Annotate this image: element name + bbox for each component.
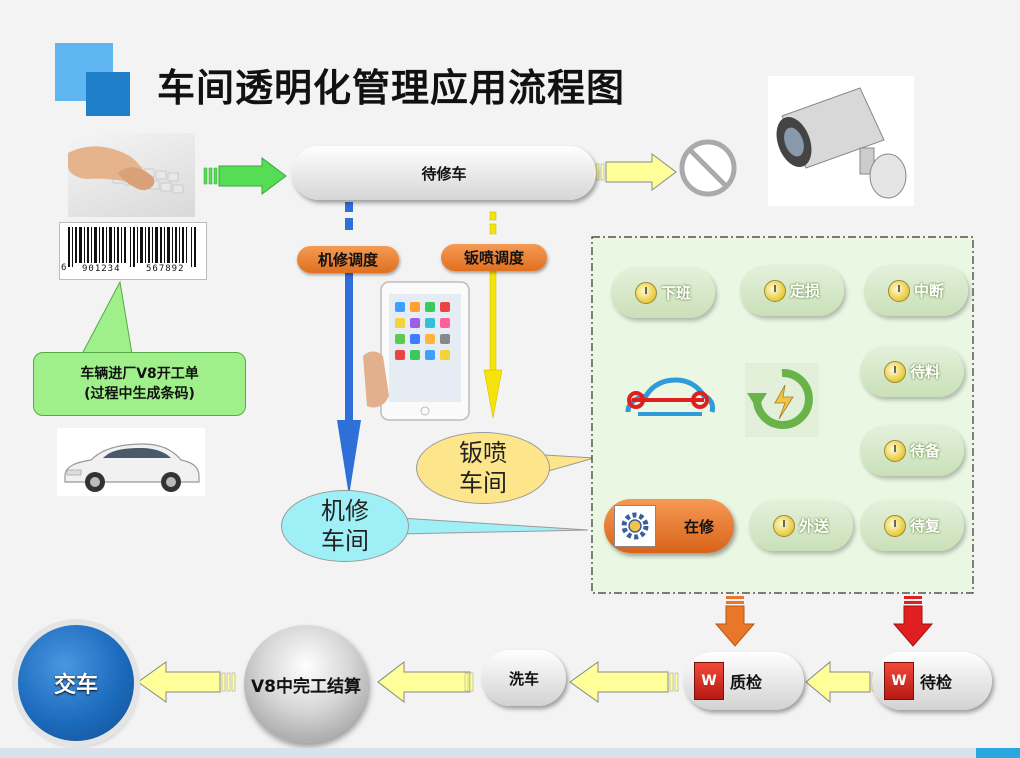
paint-dispatch-tag: 钣喷调度	[441, 244, 547, 271]
pending-check-label: 待检	[920, 673, 953, 692]
gear-icon	[614, 505, 656, 547]
state-wait-prepare: 待备	[860, 425, 964, 476]
wash-node: 洗车	[482, 650, 566, 706]
settlement-label: V8中完工结算	[251, 676, 361, 697]
arrow-settlement-to-delivery	[137, 661, 236, 703]
to-pending-check-arrow	[892, 596, 934, 647]
state-wait-review: 待复	[860, 500, 964, 551]
barcode-digit-left: 901234	[82, 264, 121, 274]
tablet-image	[363, 280, 471, 422]
state-wait-prepare-label: 待备	[909, 442, 940, 460]
state-wait-material: 待料	[860, 346, 964, 397]
paint-workshop-line1: 钣喷	[459, 439, 507, 467]
machine-dispatch-tag: 机修调度	[297, 246, 399, 273]
camera-image	[768, 76, 914, 206]
delivery-node: 交车	[18, 625, 134, 741]
reject-arrow	[595, 153, 677, 191]
quality-check-label: 质检	[730, 673, 763, 692]
page-title: 车间透明化管理应用流程图	[157, 66, 626, 110]
paint-workshop-bubble: 钣喷 车间	[416, 432, 550, 504]
footer-bar	[0, 748, 1020, 758]
state-off-work: 下班	[611, 267, 715, 318]
machine-workshop-bubble: 机修 车间	[281, 490, 409, 562]
entry-arrow	[203, 157, 287, 195]
state-off-work-label: 下班	[660, 284, 691, 302]
state-in-repair: 在修	[604, 499, 734, 553]
wash-label: 洗车	[508, 669, 539, 688]
settlement-node: V8中完工结算	[244, 625, 368, 743]
title-square-dark	[86, 72, 130, 116]
state-damage-assess: 定损	[740, 265, 844, 316]
clock-icon	[883, 514, 906, 537]
paint-line	[483, 211, 503, 419]
prohibited-icon	[679, 139, 737, 197]
arrow-quality-to-wash	[569, 661, 679, 703]
clock-icon	[883, 360, 906, 383]
machine-workshop-line2: 车间	[321, 527, 369, 555]
paint-bubble-pointer	[544, 454, 595, 473]
state-in-repair-label: 在修	[684, 517, 715, 536]
entry-callout-line2: (过程中生成条码)	[84, 386, 195, 402]
arrow-wash-to-settlement	[377, 660, 474, 704]
clock-icon	[634, 281, 657, 304]
callout-pointer	[81, 280, 133, 355]
barcode-digit-prefix: 6	[61, 263, 67, 273]
entry-callout: 车辆进厂V8开工单 (过程中生成条码)	[33, 352, 246, 416]
refresh-icon	[745, 363, 819, 437]
clock-icon	[887, 279, 910, 302]
document-icon: W	[884, 662, 914, 700]
car-wrench-icon	[622, 374, 715, 426]
delivery-label: 交车	[53, 673, 98, 698]
machine-line	[337, 202, 361, 496]
state-wait-review-label: 待复	[909, 517, 940, 535]
arrow-pending-to-quality	[805, 660, 876, 704]
state-outsourced: 外送	[749, 500, 853, 551]
state-wait-material-label: 待料	[909, 363, 940, 381]
footer-accent	[976, 748, 1020, 758]
state-interrupt-label: 中断	[913, 282, 944, 300]
paint-workshop-line2: 车间	[459, 469, 507, 497]
barcode-digit-right: 567892	[146, 264, 185, 274]
entry-callout-line1: 车辆进厂V8开工单	[80, 366, 199, 382]
pending-check-node: W 待检	[872, 652, 992, 710]
barcode-image: 6 901234 567892	[59, 222, 207, 280]
keyboard-image	[68, 133, 195, 217]
quality-check-node: W 质检	[684, 652, 804, 710]
machine-workshop-line1: 机修	[321, 497, 369, 525]
clock-icon	[763, 279, 786, 302]
pending-repair-node: 待修车	[292, 146, 596, 200]
machine-bubble-pointer	[399, 517, 589, 535]
state-damage-assess-label: 定损	[789, 282, 820, 300]
to-quality-arrow	[714, 596, 756, 647]
car-image	[57, 428, 205, 496]
clock-icon	[883, 439, 906, 462]
state-interrupt: 中断	[864, 265, 968, 316]
state-outsourced-label: 外送	[798, 517, 829, 535]
clock-icon	[772, 514, 795, 537]
barcode-bars	[68, 227, 196, 267]
document-icon: W	[694, 662, 724, 700]
